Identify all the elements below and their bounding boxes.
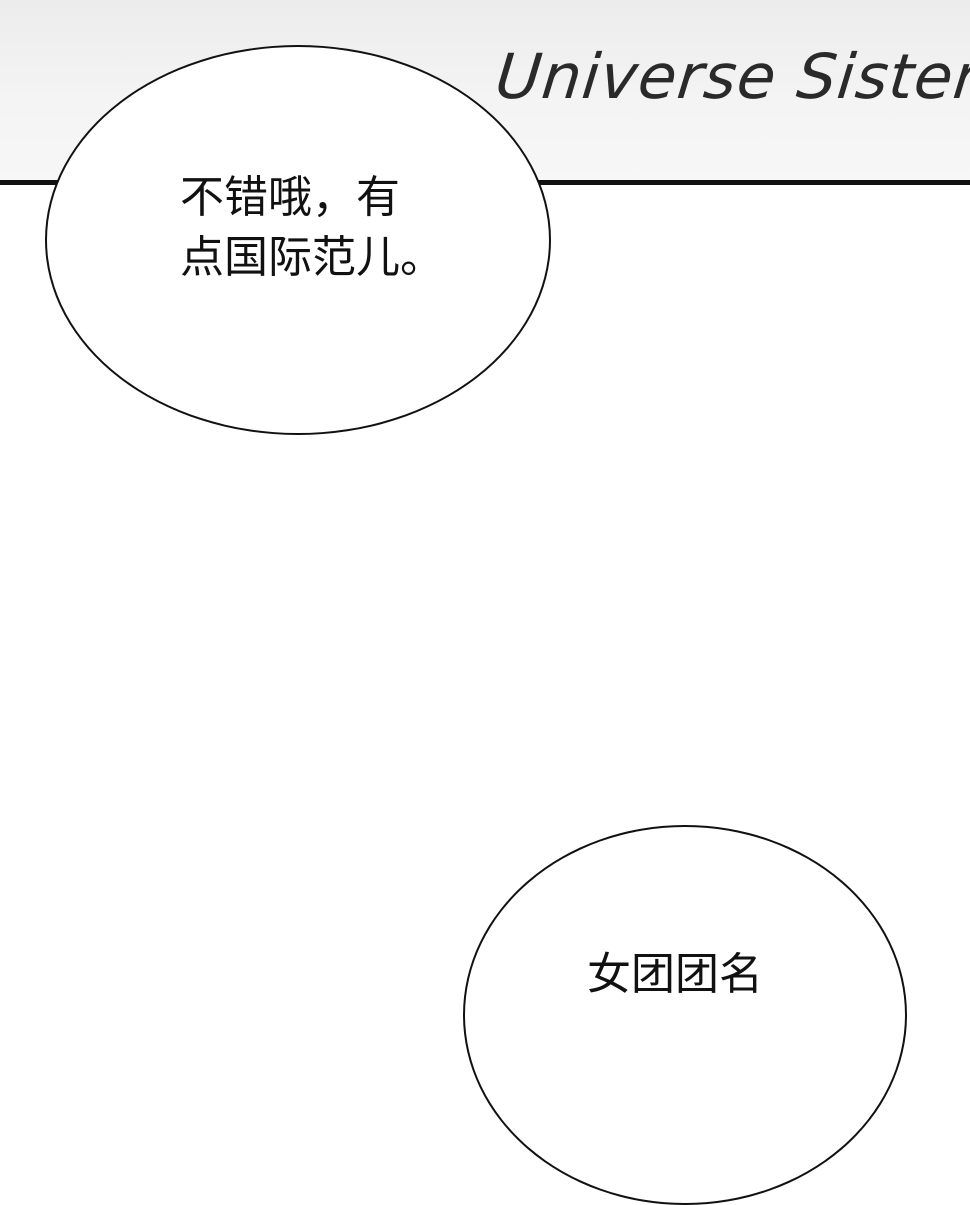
speech-line: 女团团名	[587, 949, 763, 1000]
speech-bubble-1	[45, 45, 551, 435]
speech-line: 不错哦，有	[180, 172, 400, 223]
speech-line: 点国际范儿。	[180, 232, 444, 283]
speech-bubble-2	[463, 825, 907, 1205]
speech-bubble-2-text: 女团团名	[587, 945, 847, 1005]
speech-bubble-1-text: 不错哦，有 点国际范儿。	[180, 168, 460, 288]
handwritten-title: Universe Sisters	[492, 40, 970, 113]
